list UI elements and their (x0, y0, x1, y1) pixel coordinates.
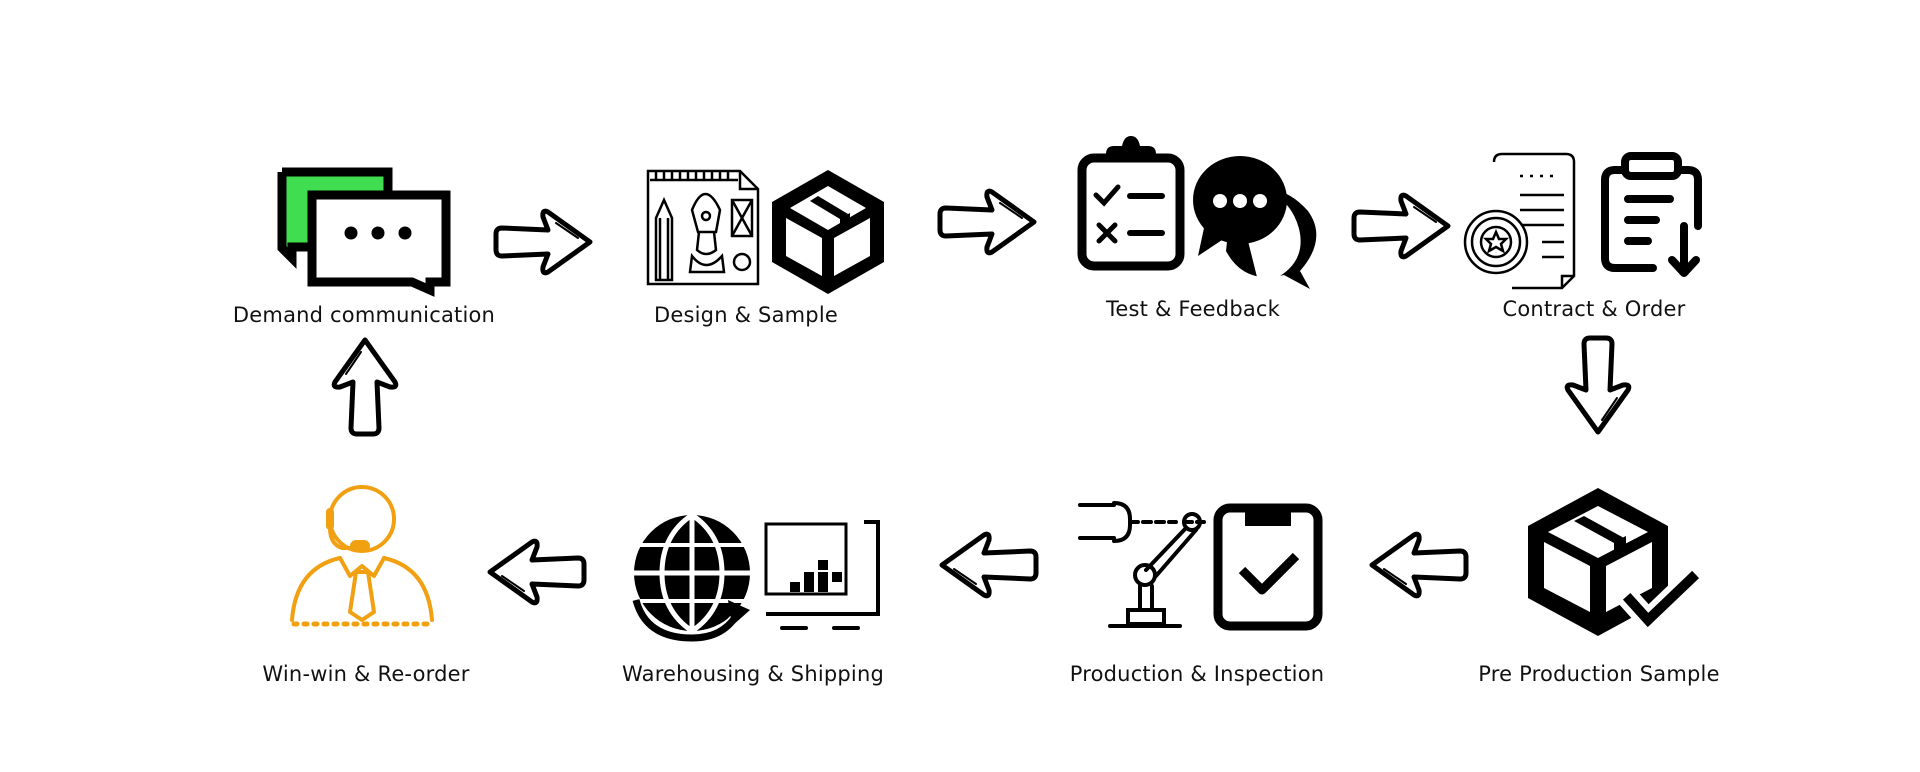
arrow-left-5 (1372, 534, 1466, 596)
step-label-production-inspection: Production & Inspection (1069, 662, 1325, 686)
arrow-right-2 (940, 191, 1034, 253)
step-label-test-feedback: Test & Feedback (1105, 297, 1281, 321)
arrow-left-7 (490, 541, 584, 603)
box-checkmark-icon (1528, 488, 1708, 636)
arrow-left-6 (942, 534, 1036, 596)
certificate-document-icon (1463, 152, 1576, 290)
chat-bubbles-icon (277, 167, 451, 297)
arrow-right-1 (496, 211, 590, 273)
step-label-pre-production-sample: Pre Production Sample (1478, 662, 1720, 686)
arrow-right-3 (1354, 195, 1448, 257)
design-tools-icon (646, 169, 760, 286)
step-label-contract-order: Contract & Order (1502, 297, 1686, 321)
checklist-clipboard-icon (1077, 136, 1185, 271)
robot-arm-icon (1078, 501, 1206, 628)
step-label-demand-communication: Demand communication (232, 303, 496, 327)
clipboard-check-icon (1213, 503, 1323, 631)
speech-bubbles-icon (1193, 156, 1317, 292)
globe-refresh-icon (625, 512, 750, 648)
arrow-down-4 (1567, 338, 1629, 432)
warehouse-cart-icon (764, 520, 880, 630)
arrow-up-8 (334, 340, 396, 434)
clipboard-download-icon (1601, 152, 1702, 277)
step-label-win-win-reorder: Win-win & Re-order (262, 662, 470, 686)
service-agent-icon (290, 485, 434, 627)
package-box-icon (772, 170, 884, 294)
step-label-warehousing-shipping: Warehousing & Shipping (622, 662, 884, 686)
step-label-design-sample: Design & Sample (654, 303, 838, 327)
